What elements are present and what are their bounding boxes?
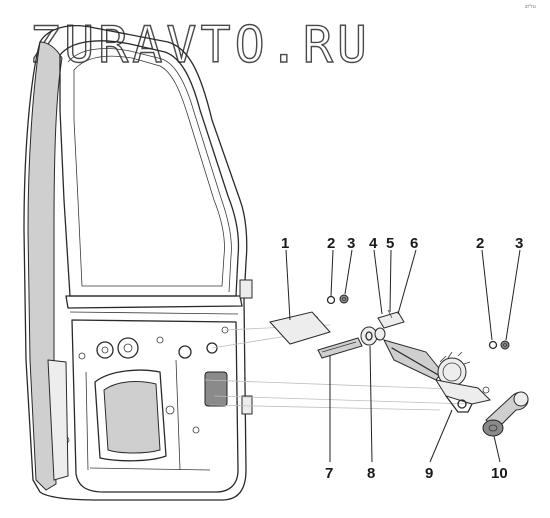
guide-rail-icon xyxy=(317,337,363,359)
callout-4: 4 xyxy=(369,235,378,252)
callout-1: 1 xyxy=(281,235,289,252)
car-door-panel-icon xyxy=(23,25,253,501)
callout-2a: 2 xyxy=(327,235,335,252)
bolt-with-washer-icon xyxy=(326,294,349,305)
window-regulator-mechanism-icon xyxy=(383,339,491,413)
callout-10: 10 xyxy=(491,465,508,482)
bolt-with-washer-right-icon xyxy=(488,340,510,350)
callout-7: 7 xyxy=(325,465,333,482)
callout-6: 6 xyxy=(410,235,418,252)
callout-2b: 2 xyxy=(476,235,484,252)
callout-3b: 3 xyxy=(515,235,523,252)
corner-mark-text: zr°ru xyxy=(525,4,536,10)
callout-3a: 3 xyxy=(347,235,355,252)
window-crank-handle-icon xyxy=(482,391,529,437)
callout-8: 8 xyxy=(367,465,375,482)
callout-9: 9 xyxy=(425,465,433,482)
callout-5: 5 xyxy=(386,235,394,252)
access-cover-plate-icon xyxy=(269,311,331,345)
bushing-spacer-icon xyxy=(360,326,386,346)
clip-parts-icon xyxy=(377,309,405,329)
leader-lines xyxy=(285,249,521,463)
watermark-text: ZURAVTO.RU xyxy=(30,16,371,74)
